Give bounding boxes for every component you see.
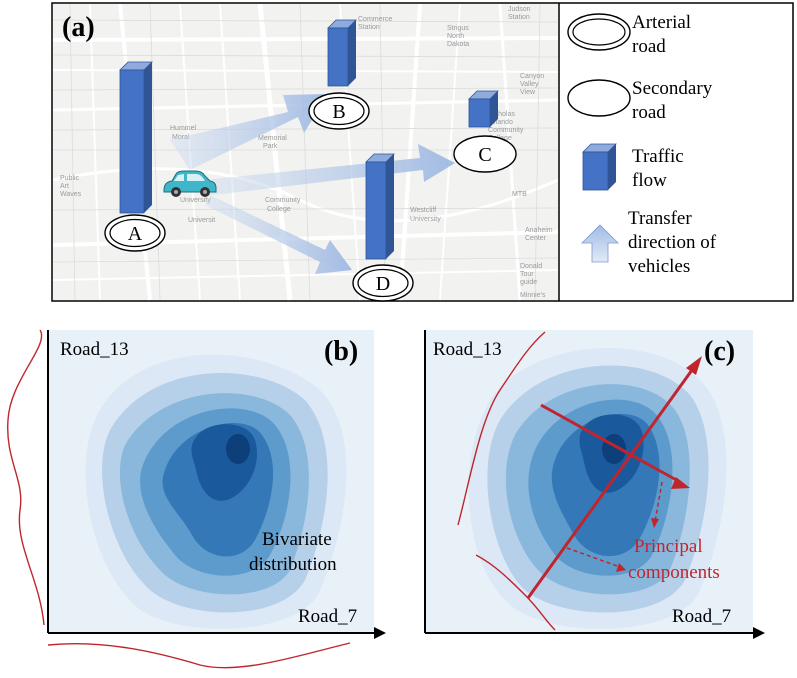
svg-text:Nicholas: Nicholas [488, 111, 515, 118]
svg-text:direction of: direction of [628, 232, 717, 253]
svg-text:Universit: Universit [188, 217, 215, 224]
svg-text:Memorial: Memorial [258, 135, 287, 142]
svg-text:Tour: Tour [520, 271, 534, 278]
legend-traffic-flow: Traffic flow [582, 143, 684, 191]
panel-b-xlabel: Road_7 [298, 606, 357, 627]
svg-text:Park: Park [263, 143, 278, 150]
svg-text:flow: flow [632, 170, 667, 191]
svg-text:Community: Community [265, 197, 301, 204]
svg-text:road: road [632, 36, 666, 57]
panel-a: Hummel Moral Memorial Park University Un… [51, 2, 794, 302]
rotated-marginal-1 [457, 331, 546, 526]
svg-text:Waves: Waves [60, 191, 82, 198]
pc2-axis [540, 403, 681, 484]
svg-text:Orlando: Orlando [488, 119, 513, 126]
traffic-bar-b [327, 19, 357, 87]
marginal-density-x-b [47, 642, 351, 669]
panel-c-label: (c) [704, 336, 735, 367]
principal-label-line2: components [628, 562, 720, 583]
svg-text:View: View [520, 89, 536, 96]
pointer-arrowhead-1 [651, 518, 659, 528]
svg-text:Public: Public [60, 175, 80, 182]
traffic-bar-a [119, 61, 153, 214]
legend-transfer-direction: Transfer direction of vehicles [581, 208, 717, 277]
traffic-bar-c [468, 90, 499, 128]
svg-text:A: A [128, 223, 143, 245]
pc2-arrowhead [671, 477, 690, 489]
svg-text:MTB: MTB [512, 191, 527, 198]
svg-text:B: B [332, 101, 345, 123]
svg-text:Center: Center [525, 235, 547, 242]
svg-text:Strigus: Strigus [447, 25, 469, 32]
svg-text:College: College [267, 206, 291, 213]
kde-contours-b [85, 354, 347, 629]
svg-text:Arterial: Arterial [632, 12, 691, 33]
arrow-a-to-c [203, 144, 455, 196]
traffic-bar-d [365, 153, 395, 260]
panel-b-ylabel: Road_13 [60, 339, 129, 360]
svg-text:Judson: Judson [508, 6, 531, 13]
panel-b: Road_13 Road_7 (b) Bivariate distributio… [7, 329, 386, 669]
svg-text:Secondary: Secondary [632, 78, 713, 99]
svg-text:C: C [478, 144, 491, 166]
pc1-arrowhead [686, 356, 702, 375]
panel-b-label: (b) [324, 336, 358, 367]
svg-text:Station: Station [358, 24, 380, 31]
svg-text:D: D [376, 273, 390, 295]
panel-c-xlabel: Road_7 [672, 606, 731, 627]
svg-text:guide: guide [520, 279, 537, 286]
pointer-arrowhead-2 [616, 563, 626, 572]
node-a: A [104, 214, 166, 252]
marginal-density-y-b [7, 329, 45, 626]
arrow-a-to-b [170, 94, 328, 170]
svg-text:University: University [180, 197, 211, 204]
pc1-axis [526, 369, 694, 599]
panel-c-ylabel: Road_13 [433, 339, 502, 360]
svg-text:road: road [632, 102, 666, 123]
svg-text:Dakota: Dakota [447, 41, 469, 48]
panel-c: Road_13 Road_7 (c) Principal components [424, 330, 765, 639]
node-b: B [308, 92, 370, 130]
axes-b [47, 330, 386, 639]
svg-text:Anaheim: Anaheim [525, 227, 553, 234]
svg-text:Station: Station [508, 14, 530, 21]
principal-label-line1: Principal [634, 536, 703, 557]
svg-text:Traffic: Traffic [632, 146, 684, 167]
svg-text:Community: Community [488, 127, 524, 134]
svg-text:Hummel: Hummel [170, 125, 197, 132]
car-icon [163, 170, 217, 197]
kde-contours-c [468, 347, 727, 629]
map-place-labels: Hummel Moral Memorial Park University Un… [60, 6, 553, 299]
panel-a-label: (a) [62, 12, 95, 43]
svg-text:Commerce: Commerce [358, 16, 392, 23]
svg-text:vehicles: vehicles [628, 256, 690, 277]
up-arrow-icon [581, 224, 619, 263]
arrow-a-to-d [205, 195, 352, 274]
axes-c [424, 330, 765, 639]
legend-arterial-road: Arterial road [567, 12, 691, 57]
bivariate-label-line1: Bivariate [262, 529, 332, 550]
legend: Arterial road Secondary road Traffic flo… [567, 12, 717, 277]
svg-text:Minnie's: Minnie's [520, 292, 546, 299]
svg-text:Donald: Donald [520, 263, 542, 270]
svg-text:Art: Art [60, 183, 69, 190]
svg-text:Valley: Valley [520, 81, 539, 88]
svg-text:Canyon: Canyon [520, 73, 544, 80]
svg-text:Transfer: Transfer [628, 208, 692, 229]
svg-text:North: North [447, 33, 464, 40]
node-d: D [352, 264, 414, 302]
transfer-arrows [170, 94, 455, 274]
pointer-line-2 [566, 547, 621, 568]
principal-component-axes [526, 356, 702, 599]
svg-text:University: University [410, 216, 441, 223]
rotated-marginal-2 [475, 554, 556, 631]
node-c: C [453, 135, 517, 173]
svg-text:Westcliff: Westcliff [410, 207, 436, 214]
bivariate-label-line2: distribution [249, 554, 337, 575]
legend-secondary-road: Secondary road [567, 78, 713, 123]
